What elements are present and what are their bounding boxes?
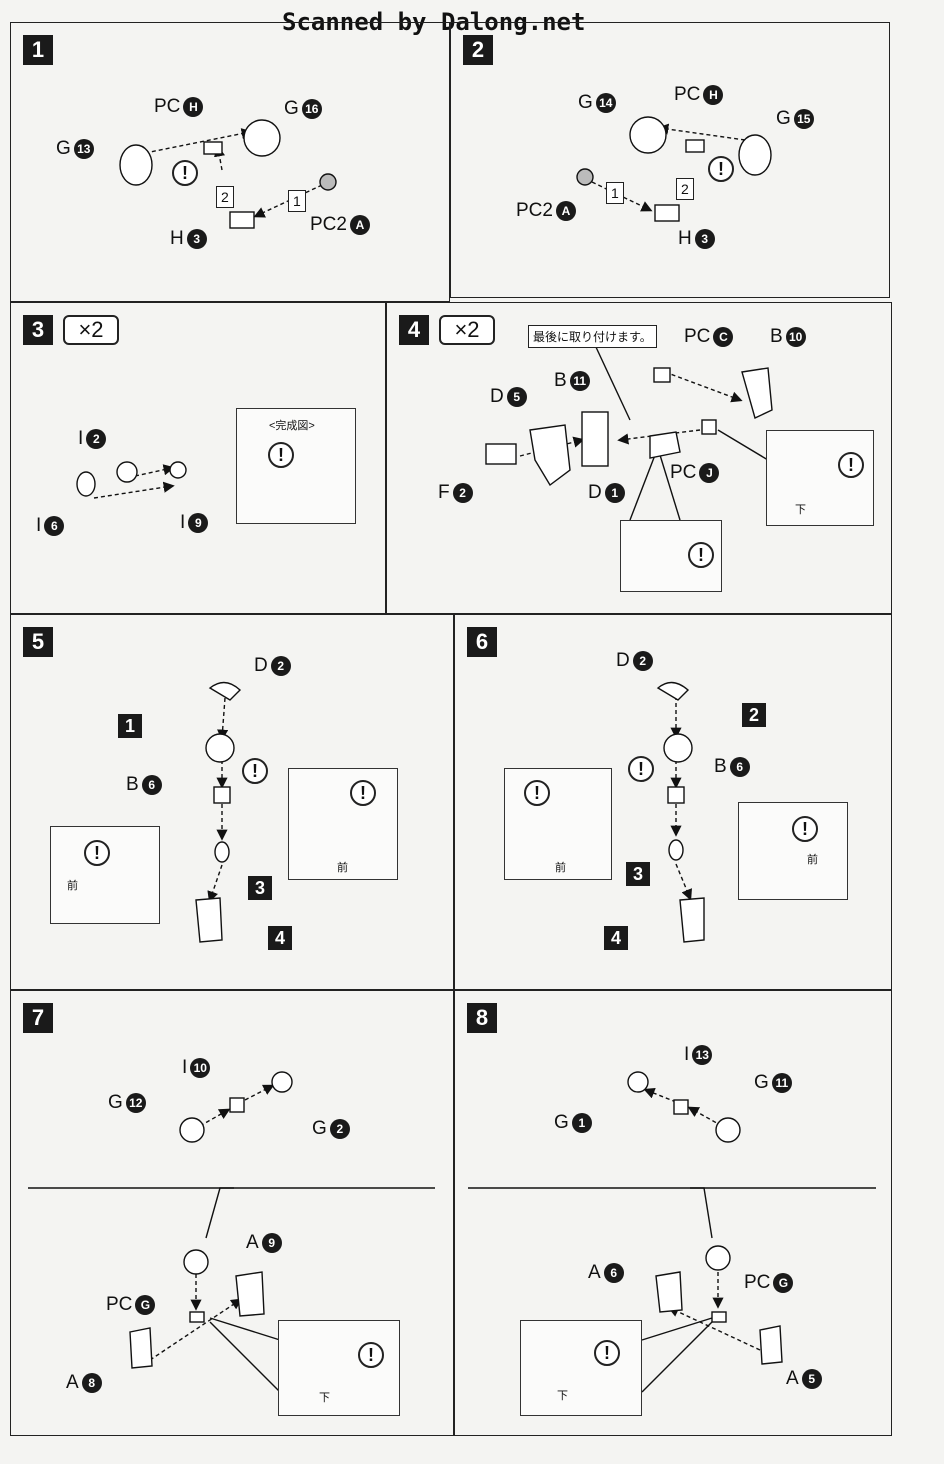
step-number: 2	[463, 35, 493, 65]
caution-icon: !	[350, 780, 376, 806]
caution-icon: !	[792, 816, 818, 842]
direction-note: 下	[319, 1392, 330, 1404]
ref-label: 3	[248, 876, 272, 900]
step-panel-3: 3 ×2	[10, 302, 386, 614]
direction-note: 前	[67, 880, 78, 892]
step-panel-5: 5	[10, 614, 454, 990]
caution-icon: !	[594, 1340, 620, 1366]
detail-box	[620, 520, 722, 592]
step-number: 4	[399, 315, 429, 345]
step-number: 8	[467, 1003, 497, 1033]
caution-icon: !	[268, 442, 294, 468]
caution-icon: !	[524, 780, 550, 806]
caution-icon: !	[358, 1342, 384, 1368]
step-panel-1: 1	[10, 22, 450, 302]
step-panel-8: 8	[454, 990, 892, 1436]
quantity-badge: ×2	[63, 315, 119, 345]
caution-icon: !	[172, 160, 198, 186]
direction-note: 前	[807, 854, 818, 866]
direction-note: 前	[555, 862, 566, 874]
caution-icon: !	[242, 758, 268, 784]
caution-icon: !	[708, 156, 734, 182]
substep-marker: 1	[288, 190, 306, 212]
direction-note: 前	[337, 862, 348, 874]
caution-icon: !	[628, 756, 654, 782]
detail-box: 下	[766, 430, 874, 526]
detail-box: 前	[738, 802, 848, 900]
ref-label: 4	[604, 926, 628, 950]
step-panel-6: 6	[454, 614, 892, 990]
step-panel-2: 2	[450, 22, 890, 298]
attach-last-note: 最後に取り付けます。	[528, 325, 657, 348]
ref-label: 3	[626, 862, 650, 886]
detail-box: 下	[520, 1320, 642, 1416]
caution-icon: !	[84, 840, 110, 866]
direction-note: 下	[795, 504, 806, 516]
substep-marker: 2	[676, 178, 694, 200]
completed-view-title: <完成図>	[269, 420, 315, 432]
step-panel-4: 4 ×2	[386, 302, 892, 614]
ref-label: 4	[268, 926, 292, 950]
ref-label: 2	[742, 703, 766, 727]
step-number: 6	[467, 627, 497, 657]
step-number: 7	[23, 1003, 53, 1033]
substep-marker: 2	[216, 186, 234, 208]
substep-marker: 1	[606, 182, 624, 204]
step-number: 1	[23, 35, 53, 65]
step-panel-7: 7	[10, 990, 454, 1436]
step-number: 5	[23, 627, 53, 657]
detail-box: 前	[50, 826, 160, 924]
completed-view-box: <完成図>	[236, 408, 356, 524]
caution-icon: !	[688, 542, 714, 568]
detail-box: 下	[278, 1320, 400, 1416]
caution-icon: !	[838, 452, 864, 478]
detail-box: 前	[504, 768, 612, 880]
step-number: 3	[23, 315, 53, 345]
detail-box: 前	[288, 768, 398, 880]
ref-label: 1	[118, 714, 142, 738]
quantity-badge: ×2	[439, 315, 495, 345]
direction-note: 下	[557, 1390, 568, 1402]
